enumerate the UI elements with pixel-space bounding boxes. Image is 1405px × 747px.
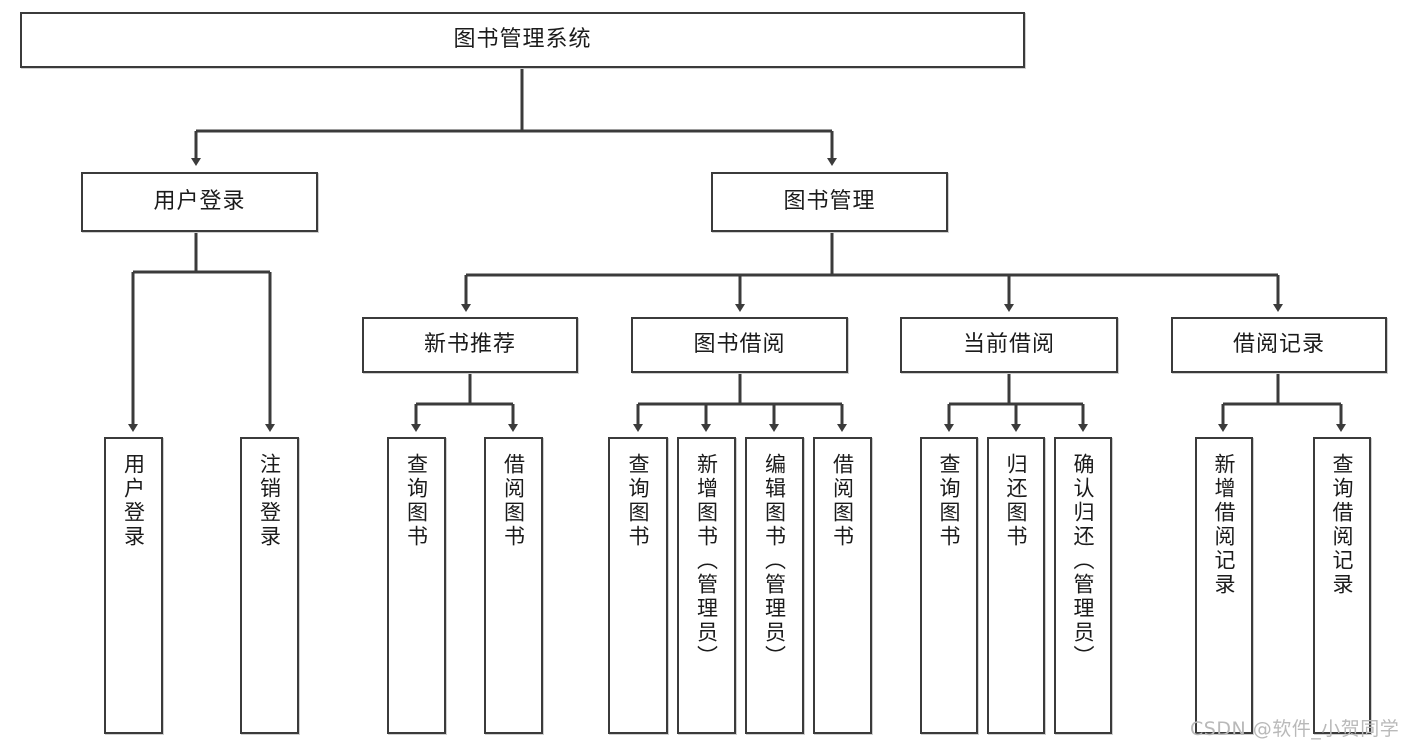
node-borrow-records-label: 借阅记录 bbox=[1232, 332, 1325, 358]
leaf-add-book-admin[interactable]: 新增图书（管理员） bbox=[677, 437, 736, 734]
leaf-query-borrow-record[interactable]: 查询借阅记录 bbox=[1313, 437, 1371, 734]
leaf-logout[interactable]: 注销登录 bbox=[240, 437, 299, 734]
leaf-borrow-books-recommend[interactable]: 借阅图书 bbox=[484, 437, 543, 734]
leaf-query-books-current[interactable]: 查询图书 bbox=[920, 437, 978, 734]
csdn-watermark: CSDN @软件_小贺同学 bbox=[1190, 718, 1400, 740]
leaf-borrow-books-recommend-label: 借阅图书 bbox=[501, 453, 526, 549]
node-book-borrow-label: 图书借阅 bbox=[693, 332, 786, 358]
leaf-confirm-return-admin[interactable]: 确认归还（管理员） bbox=[1054, 437, 1112, 734]
leaf-confirm-return-admin-label: 确认归还（管理员） bbox=[1071, 453, 1096, 669]
node-user-login-label: 用户登录 bbox=[153, 189, 246, 215]
node-current-borrow-label: 当前借阅 bbox=[962, 332, 1055, 358]
leaf-query-books-current-label: 查询图书 bbox=[937, 453, 962, 549]
leaf-add-borrow-record[interactable]: 新增借阅记录 bbox=[1195, 437, 1253, 734]
node-borrow-records[interactable]: 借阅记录 bbox=[1171, 317, 1387, 373]
leaf-return-books[interactable]: 归还图书 bbox=[987, 437, 1045, 734]
node-book-management[interactable]: 图书管理 bbox=[711, 172, 948, 232]
node-book-borrow[interactable]: 图书借阅 bbox=[631, 317, 848, 373]
node-book-management-label: 图书管理 bbox=[783, 189, 876, 215]
leaf-borrow-books-borrow-label: 借阅图书 bbox=[830, 453, 855, 549]
leaf-query-books-recommend[interactable]: 查询图书 bbox=[387, 437, 446, 734]
leaf-user-login-label: 用户登录 bbox=[121, 453, 146, 549]
leaf-query-books-recommend-label: 查询图书 bbox=[404, 453, 429, 549]
leaf-borrow-books-borrow[interactable]: 借阅图书 bbox=[813, 437, 872, 734]
leaf-logout-label: 注销登录 bbox=[257, 453, 282, 549]
leaf-add-book-admin-label: 新增图书（管理员） bbox=[694, 453, 719, 669]
node-root[interactable]: 图书管理系统 bbox=[20, 12, 1025, 68]
node-new-book-recommend-label: 新书推荐 bbox=[423, 332, 516, 358]
node-user-login[interactable]: 用户登录 bbox=[81, 172, 318, 232]
leaf-query-borrow-record-label: 查询借阅记录 bbox=[1330, 453, 1355, 597]
node-current-borrow[interactable]: 当前借阅 bbox=[900, 317, 1118, 373]
node-new-book-recommend[interactable]: 新书推荐 bbox=[362, 317, 578, 373]
leaf-edit-book-admin-label: 编辑图书（管理员） bbox=[762, 453, 787, 669]
leaf-return-books-label: 归还图书 bbox=[1004, 453, 1029, 549]
leaf-add-borrow-record-label: 新增借阅记录 bbox=[1212, 453, 1237, 597]
leaf-query-books-borrow-label: 查询图书 bbox=[626, 453, 651, 549]
leaf-user-login[interactable]: 用户登录 bbox=[104, 437, 163, 734]
leaf-query-books-borrow[interactable]: 查询图书 bbox=[608, 437, 668, 734]
leaf-edit-book-admin[interactable]: 编辑图书（管理员） bbox=[745, 437, 804, 734]
node-root-label: 图书管理系统 bbox=[453, 27, 592, 53]
